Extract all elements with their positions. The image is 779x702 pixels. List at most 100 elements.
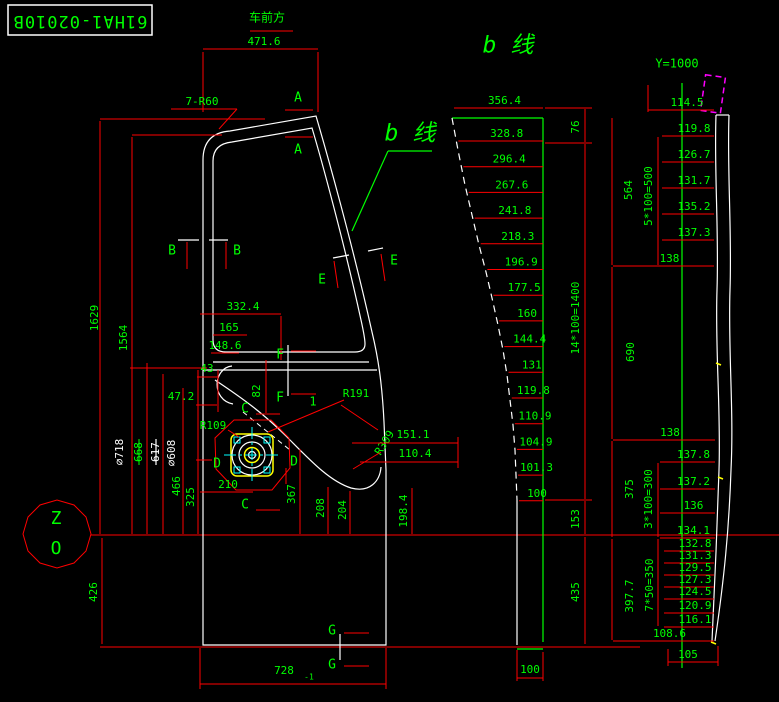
dim-label: 196.9 bbox=[505, 256, 538, 269]
dim-label: 5*100=500 bbox=[642, 166, 655, 226]
character-line-curve bbox=[214, 379, 382, 490]
section-letter-a: A bbox=[294, 91, 302, 106]
window-inner-edge bbox=[212, 127, 366, 353]
dim-label: 131.7 bbox=[677, 174, 710, 187]
dim-label: 165 bbox=[219, 321, 239, 334]
dim-label: 3*100=300 bbox=[642, 469, 655, 529]
dim-label: 471.6 bbox=[247, 35, 280, 48]
dim-label: 43 bbox=[200, 362, 213, 375]
section-letter-e: E bbox=[318, 273, 326, 288]
door-outer-edge bbox=[202, 115, 387, 646]
title-block-frame bbox=[7, 4, 153, 36]
dim-label: 564 bbox=[622, 180, 635, 200]
dim-label: 135.2 bbox=[677, 200, 710, 213]
dim-label: 100 bbox=[520, 663, 540, 676]
dim-label: 7*50=350 bbox=[643, 559, 656, 612]
dim-label: 131 bbox=[522, 358, 542, 371]
dim-label: 132.8 bbox=[678, 537, 711, 550]
dim-tolerance: -1 bbox=[304, 673, 314, 682]
section-letter-b: B bbox=[233, 244, 241, 259]
b-line-labels: b 线 b 线 bbox=[351, 33, 536, 232]
dim-label: 1564 bbox=[117, 324, 130, 351]
pocket-curve bbox=[216, 365, 234, 405]
section-letter-f: F bbox=[276, 348, 284, 363]
b-section-dim-rows: 356.4328.8296.4267.6241.8218.3196.9177.5… bbox=[454, 94, 553, 502]
datum-circle bbox=[22, 499, 92, 569]
right-profile-left bbox=[711, 114, 721, 642]
datum-symbol: Z O bbox=[22, 499, 92, 569]
dim-label: 397.7 bbox=[623, 579, 636, 612]
dim-label: 148.6 bbox=[208, 339, 241, 352]
dim-label: 137.8 bbox=[677, 448, 710, 461]
weld-mark bbox=[710, 641, 717, 645]
dim-label: 14*100=1400 bbox=[569, 282, 582, 355]
dim-label: 296.4 bbox=[493, 153, 526, 166]
dim-label: 332.4 bbox=[226, 300, 259, 313]
hinge-boundary bbox=[214, 419, 291, 491]
dim-label: 198.4 bbox=[397, 494, 410, 527]
dim-label: 127.3 bbox=[678, 573, 711, 586]
front-direction-label: 车前方 bbox=[249, 10, 285, 25]
hidden-line bbox=[242, 411, 291, 451]
dim-label: 119.8 bbox=[517, 384, 550, 397]
right-section-dim-rows: 114.5119.8126.7131.7135.2137.3138138137.… bbox=[613, 96, 715, 642]
dim-label: 82 bbox=[250, 384, 263, 397]
station-label: Y=1000 bbox=[655, 57, 698, 71]
b-line-label-top: b 线 bbox=[483, 33, 536, 59]
dim-label: 241.8 bbox=[498, 204, 531, 217]
hinge-detail bbox=[214, 419, 291, 491]
dim-label: 267.6 bbox=[495, 178, 528, 191]
door-outline bbox=[202, 115, 387, 646]
dim-label: 108.6 bbox=[653, 627, 686, 640]
dim-label: 101.3 bbox=[520, 461, 553, 474]
section-marks: A A B B E E F F C C D D G G bbox=[168, 91, 398, 673]
section-letter-g: G bbox=[328, 624, 336, 639]
dim-label: 151.1 bbox=[396, 428, 429, 441]
section-letter-a: A bbox=[294, 143, 302, 158]
dim-label: 138 bbox=[660, 426, 680, 439]
dim-label: 204 bbox=[336, 500, 349, 520]
section-letter-d: D bbox=[290, 455, 298, 470]
section-letter-c: C bbox=[241, 498, 249, 513]
front-direction-note: 车前方 bbox=[249, 10, 293, 32]
section-letter-g: G bbox=[328, 658, 336, 673]
datum-letter-o: O bbox=[51, 538, 62, 559]
dim-label: 138 bbox=[660, 252, 680, 265]
title-block: 61HA1-02010B bbox=[7, 4, 153, 36]
b-section-view: 356.4328.8296.4267.6241.8218.3196.9177.5… bbox=[451, 94, 592, 681]
weld-mark bbox=[715, 362, 722, 366]
dim-label: 76 bbox=[569, 120, 582, 133]
right-profile-right bbox=[714, 114, 733, 642]
dim-label: 1629 bbox=[88, 305, 101, 332]
bolt-hole bbox=[263, 436, 271, 444]
dim-label: 325 bbox=[184, 487, 197, 507]
main-view-dimensions: 471.6 7-R60 1629 1564 ∅718 668 617 ∅608 … bbox=[87, 35, 459, 689]
dim-label: 134.1 bbox=[677, 524, 710, 537]
selection-highlight-box[interactable] bbox=[699, 73, 727, 115]
dim-label: 100 bbox=[527, 487, 547, 500]
bolt-hole bbox=[233, 436, 241, 444]
dim-label: 426 bbox=[87, 582, 100, 602]
dim-label: ∅718 bbox=[113, 439, 126, 466]
section-letter-d: D bbox=[213, 457, 221, 472]
radius-callout: 7-R60 bbox=[185, 95, 218, 108]
b-line-leader-line bbox=[351, 150, 389, 232]
dim-label: 110.9 bbox=[518, 410, 551, 423]
dim-label: 356.4 bbox=[488, 94, 521, 107]
dim-label: 153 bbox=[569, 509, 582, 529]
dim-label: 104.9 bbox=[519, 435, 552, 448]
datum-letter-z: Z bbox=[51, 508, 62, 529]
dim-label: 126.7 bbox=[677, 148, 710, 161]
radius-callout: R109 bbox=[200, 419, 227, 432]
bolt-hole bbox=[263, 466, 271, 474]
dim-label: 47.2 bbox=[168, 390, 195, 403]
dim-label: 728 bbox=[274, 664, 294, 677]
dim-label: 218.3 bbox=[501, 230, 534, 243]
section-letter-e: E bbox=[390, 254, 398, 269]
dim-label: 114.5 bbox=[670, 96, 703, 109]
hinge-circle-inner bbox=[243, 446, 261, 464]
dim-label: 328.8 bbox=[490, 127, 523, 140]
dim-label: 124.5 bbox=[678, 585, 711, 598]
